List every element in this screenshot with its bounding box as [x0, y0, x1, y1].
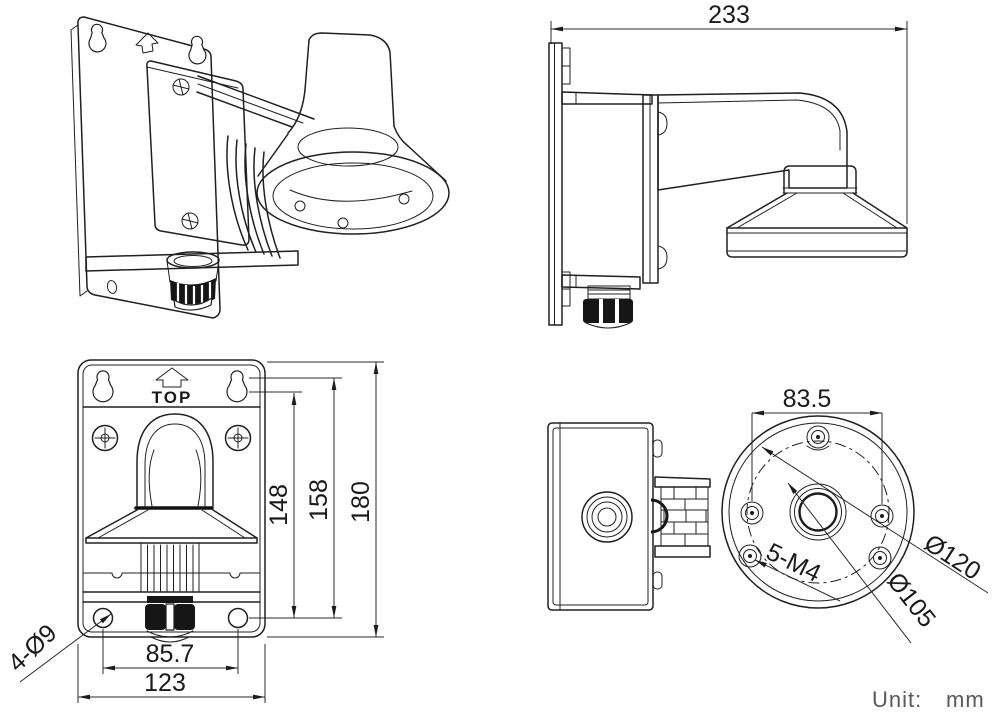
- iso-bracket-body: [146, 60, 250, 246]
- front-keyhole-slot: [226, 370, 248, 403]
- iso-screw: [172, 78, 190, 96]
- view-side: 233: [548, 1, 908, 329]
- iso-post: [287, 32, 409, 147]
- iso-wall-plate: [70, 16, 221, 319]
- iso-flex-conduit: [226, 135, 281, 259]
- bottom-bracket-box: [547, 422, 669, 611]
- front-keyhole-slot: [92, 370, 114, 403]
- dim-base-spacing-label: 83.5: [783, 385, 832, 413]
- dia-outer-label: Ø120: [919, 529, 986, 586]
- front-screw: [224, 424, 252, 452]
- side-wall-plate: [548, 42, 571, 326]
- unit-label: Unit:: [872, 687, 922, 712]
- front-cable-gland: [140, 542, 200, 643]
- top-marking-label: TOP: [152, 388, 193, 407]
- front-dim-width-outer: 123: [77, 644, 266, 703]
- front-dim-heights: 148 158 180: [249, 361, 384, 638]
- side-dim-depth: 233: [550, 1, 908, 224]
- bottom-screw-hole: [738, 544, 762, 568]
- dim-plate-height-label: 180: [347, 481, 375, 523]
- iso-up-arrow-icon: [135, 32, 159, 54]
- view-front: TOP: [3, 359, 384, 703]
- dim-height-inner-label: 148: [265, 484, 293, 526]
- front-up-arrow-icon: [155, 367, 189, 388]
- iso-cable-gland: [166, 251, 220, 311]
- bottom-screw-hole: [870, 504, 894, 528]
- unit-note: Unit: mm: [872, 687, 985, 712]
- front-dome-silhouette: [82, 413, 261, 603]
- front-dim-width-inner: 85.7: [102, 629, 239, 674]
- front-mount-holes-callout: 4-Ø9: [3, 613, 112, 683]
- bottom-screw-hole: [740, 501, 764, 525]
- view-bottom: 83.5 5-M4 Ø120 Ø105: [547, 385, 989, 644]
- front-mount-hole: [227, 607, 249, 629]
- side-bracket: [561, 91, 668, 290]
- bottom-flex-conduit: [654, 476, 711, 558]
- side-cable-gland: [583, 285, 633, 329]
- iso-dome-mount: [256, 127, 450, 235]
- iso-keyhole-slot: [188, 35, 207, 65]
- bottom-screw-hole: [868, 546, 892, 570]
- bottom-dim-hole-spacing: 83.5: [751, 385, 883, 504]
- dim-hole-spacing-label: 85.7: [146, 640, 195, 668]
- mount-holes-label: 4-Ø9: [3, 619, 63, 677]
- bottom-screw-hole: [806, 425, 830, 451]
- dim-height-mid-label: 158: [305, 479, 333, 521]
- side-arm: [657, 92, 848, 191]
- iso-keyhole-slot: [88, 23, 107, 53]
- bottom-thread-callout: 5-M4: [754, 538, 841, 602]
- dim-depth-label: 233: [708, 1, 750, 29]
- dim-plate-width-label: 123: [144, 669, 186, 697]
- bottom-round-plate: [721, 415, 915, 609]
- side-dome-mount: [726, 165, 908, 258]
- bolt-circle: [746, 440, 890, 584]
- front-mount-hole: [92, 607, 114, 629]
- view-isometric: [70, 16, 450, 319]
- dia-inner-label: Ø105: [881, 567, 941, 632]
- iso-screw: [181, 212, 199, 230]
- iso-arm: [196, 75, 315, 128]
- front-screw: [91, 424, 119, 452]
- thread-label: 5-M4: [762, 538, 826, 588]
- unit-value: mm: [946, 687, 985, 712]
- front-wall-plate: TOP: [77, 359, 266, 638]
- iso-bottom-hole: [106, 280, 118, 294]
